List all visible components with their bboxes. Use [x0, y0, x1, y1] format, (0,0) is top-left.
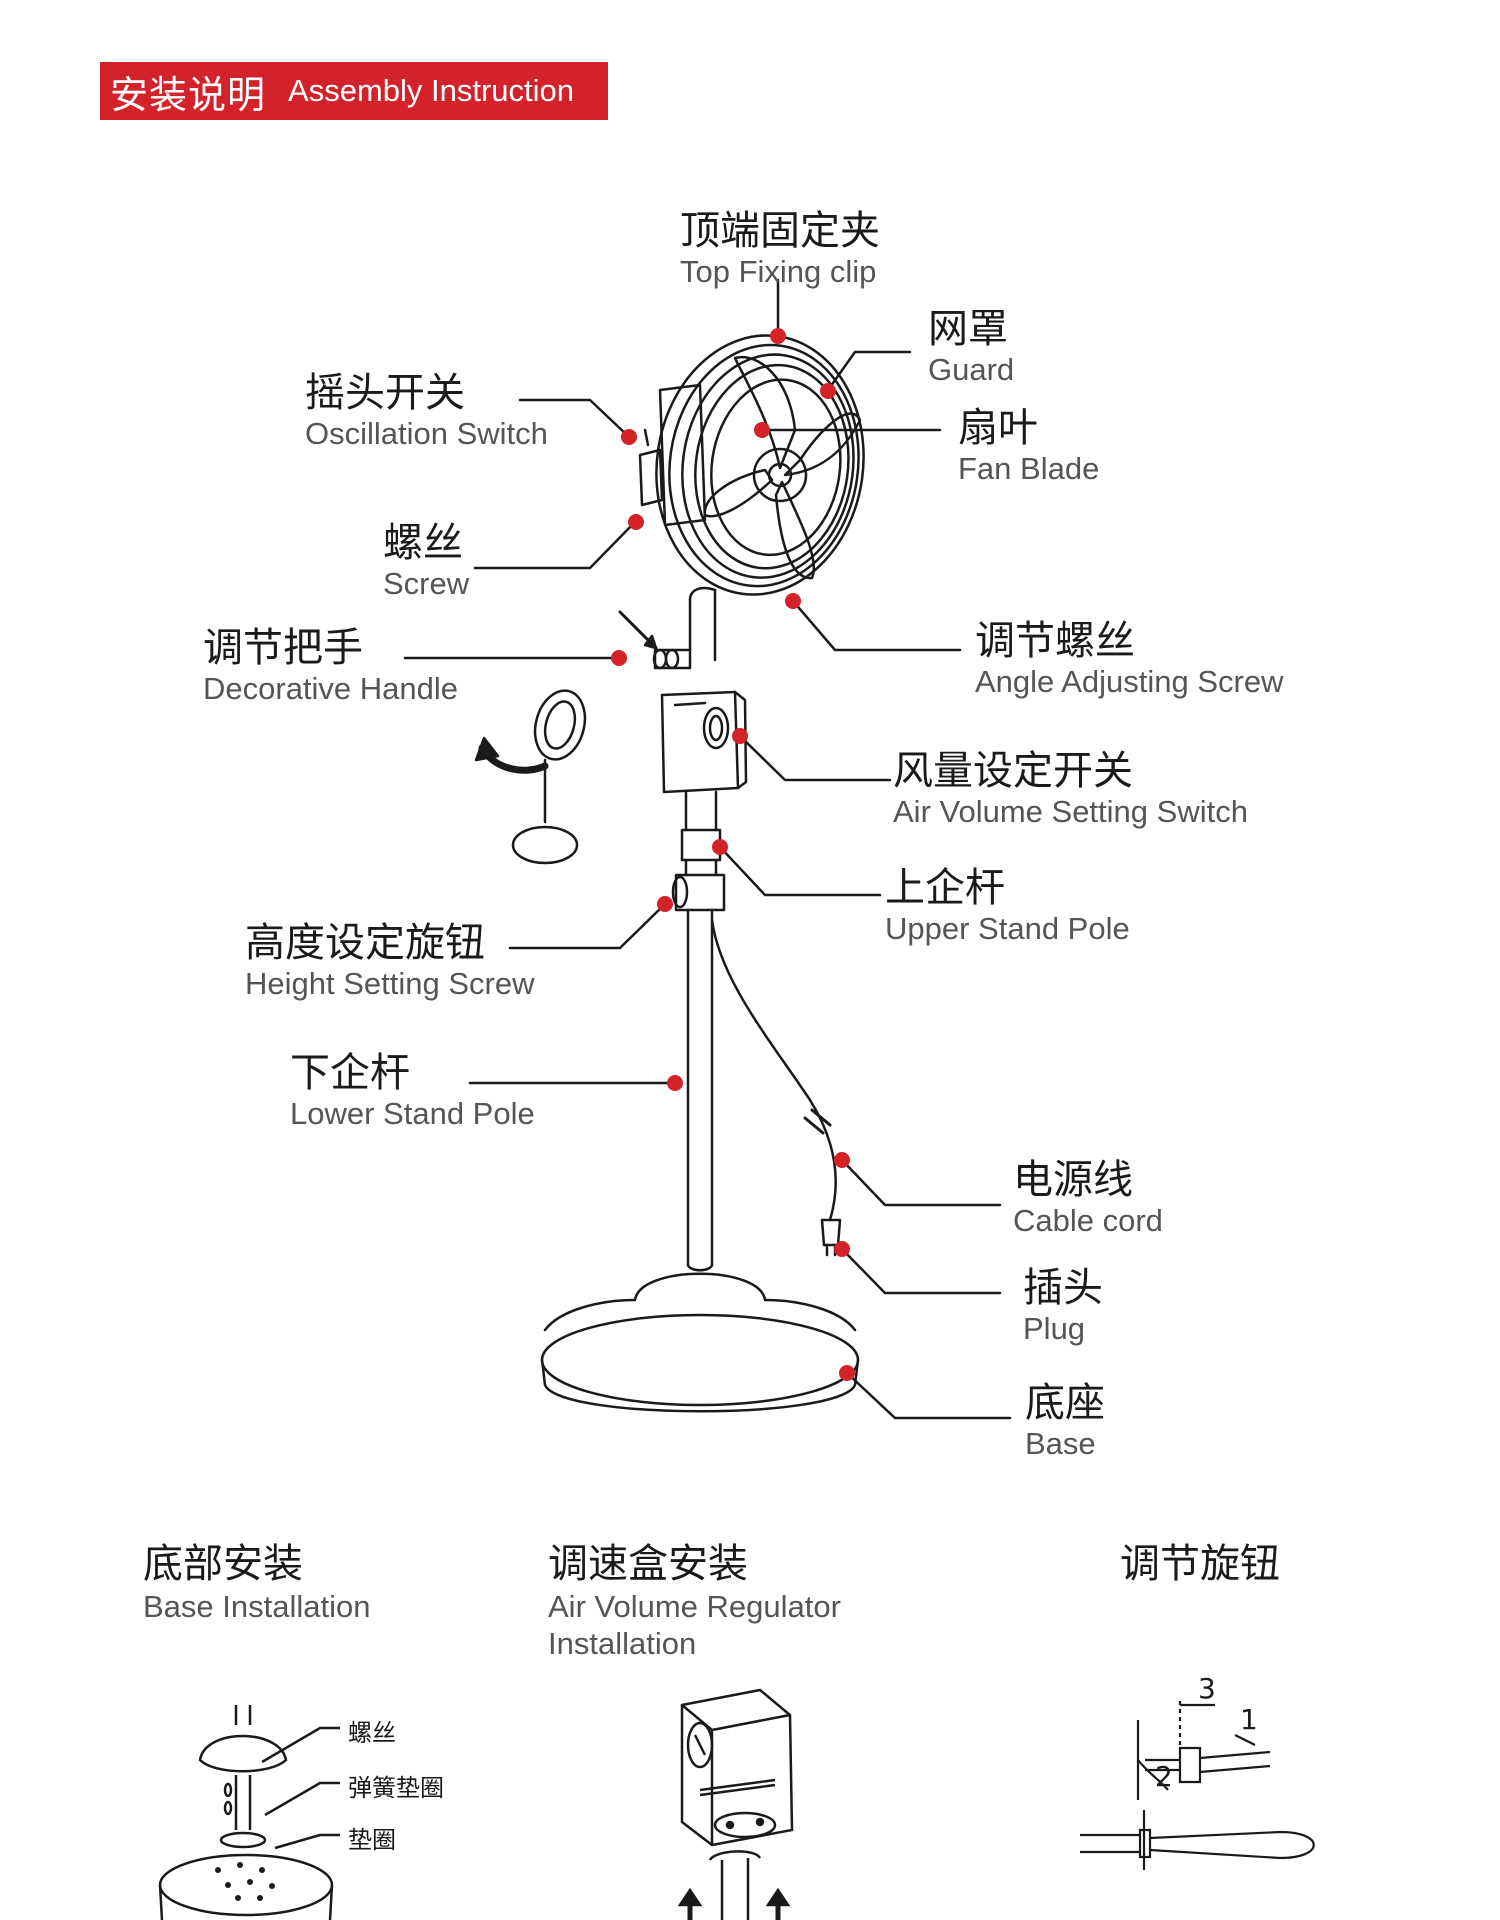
- label-zh: 扇叶: [958, 405, 1038, 451]
- label-base: 底座 Base: [1025, 1380, 1105, 1462]
- label-cable-cord: 电源线 Cable cord: [1013, 1157, 1163, 1239]
- label-zh: 摇头开关: [305, 370, 465, 416]
- label-zh: 下企杆: [290, 1050, 410, 1096]
- label-oscillation-switch: 摇头开关 Oscillation Switch: [305, 370, 548, 452]
- label-en: Screw: [383, 566, 470, 601]
- base-label-screw: 螺丝: [348, 1719, 396, 1747]
- label-en: Lower Stand Pole: [290, 1096, 535, 1131]
- label-air-volume-switch: 风量设定开关 Air Volume Setting Switch: [893, 748, 1248, 830]
- knob-step-2: 2: [1155, 1760, 1173, 1793]
- label-en: Upper Stand Pole: [885, 911, 1130, 946]
- label-zh: 顶端固定夹: [680, 208, 880, 254]
- base-label-spring-washer: 弹簧垫圈: [348, 1774, 444, 1802]
- label-angle-adjusting-screw: 调节螺丝 Angle Adjusting Screw: [975, 618, 1283, 700]
- label-top-fixing-clip: 顶端固定夹 Top Fixing clip: [680, 208, 880, 290]
- label-plug: 插头 Plug: [1023, 1265, 1103, 1347]
- label-zh: 插头: [1023, 1265, 1103, 1311]
- label-en: Air Volume Setting Switch: [893, 794, 1248, 829]
- label-en: Guard: [928, 352, 1015, 387]
- label-guard: 网罩 Guard: [928, 306, 1014, 388]
- label-zh: 调节把手: [203, 625, 363, 671]
- label-en: Height Setting Screw: [245, 966, 535, 1001]
- header-title-zh: 安装说明: [110, 72, 267, 117]
- section-title-en: Base Installation: [143, 1589, 371, 1624]
- label-lower-stand-pole: 下企杆 Lower Stand Pole: [290, 1050, 535, 1132]
- label-en: Angle Adjusting Screw: [975, 664, 1284, 699]
- label-en: Oscillation Switch: [305, 416, 548, 451]
- fan-guard: [655, 334, 865, 596]
- label-zh: 调节螺丝: [975, 618, 1135, 664]
- label-height-setting-screw: 高度设定旋钮 Height Setting Screw: [245, 920, 534, 1002]
- base-label-washer: 垫圈: [348, 1826, 396, 1854]
- label-en: Plug: [1023, 1311, 1086, 1346]
- label-zh: 上企杆: [885, 865, 1005, 911]
- label-zh: 网罩: [928, 306, 1008, 352]
- label-en: Fan Blade: [958, 451, 1100, 486]
- label-zh: 高度设定旋钮: [245, 920, 485, 966]
- label-en: Base: [1025, 1426, 1096, 1461]
- callout-dots: [611, 328, 855, 1381]
- label-en: Cable cord: [1013, 1203, 1163, 1238]
- section-regulator-installation: 调速盒安装 Air Volume Regulator Installation: [548, 1540, 841, 1662]
- section-title-zh: 调速盒安装: [548, 1541, 748, 1587]
- section-title-en-line1: Air Volume Regulator: [548, 1589, 841, 1624]
- label-zh: 螺丝: [383, 520, 463, 566]
- label-zh: 底座: [1025, 1380, 1105, 1426]
- header-title-en: Assembly Instruction: [288, 73, 575, 108]
- section-base-installation: 底部安装 Base Installation: [143, 1540, 370, 1625]
- label-fan-blade: 扇叶 Fan Blade: [958, 405, 1099, 487]
- section-title-zh: 调节旋钮: [1120, 1541, 1280, 1587]
- knob-step-3: 3: [1198, 1672, 1216, 1705]
- label-zh: 风量设定开关: [893, 748, 1133, 794]
- section-title-zh: 底部安装: [143, 1541, 303, 1587]
- knob-step-1: 1: [1240, 1703, 1258, 1736]
- label-upper-stand-pole: 上企杆 Upper Stand Pole: [885, 865, 1130, 947]
- label-en: Decorative Handle: [203, 671, 459, 706]
- fan-blades: [703, 355, 862, 580]
- base-install-diagram: [158, 1705, 340, 1920]
- label-zh: 电源线: [1013, 1157, 1133, 1203]
- header-banner: 安装说明 Assembly Instruction: [100, 62, 608, 120]
- knob-diagram: [1080, 1700, 1315, 1870]
- section-title-en-line2: Installation: [548, 1626, 697, 1662]
- label-screw: 螺丝 Screw: [383, 520, 469, 602]
- label-decorative-handle: 调节把手 Decorative Handle: [203, 625, 458, 707]
- section-knob: 调节旋钮: [1120, 1540, 1280, 1588]
- label-en: Top Fixing clip: [680, 254, 877, 289]
- regulator-box-diagram: [677, 1688, 794, 1920]
